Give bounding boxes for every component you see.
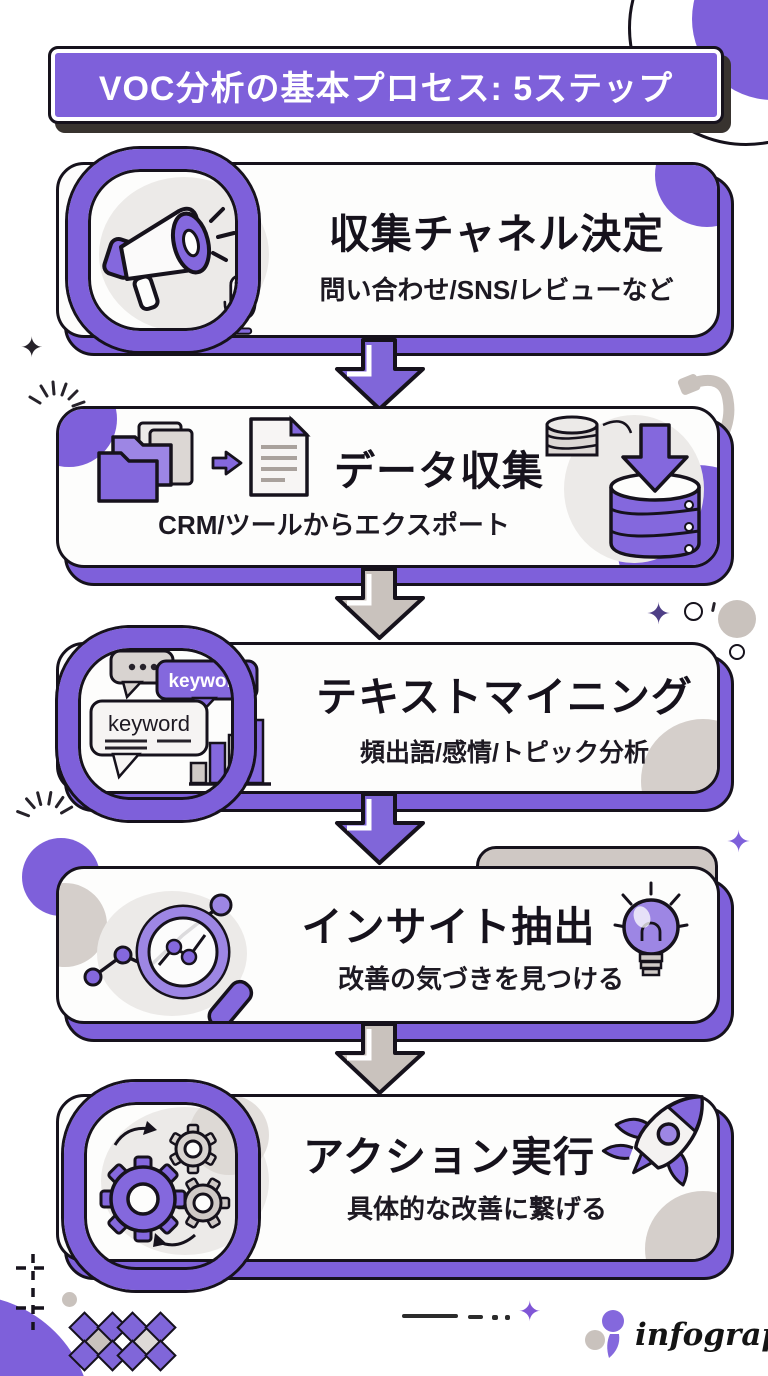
keyword-label: keyword xyxy=(168,671,245,692)
arrow-right-icon xyxy=(211,450,243,476)
gear-large xyxy=(99,1155,187,1243)
chat-bubbles-icon: keyword keyword xyxy=(89,649,259,780)
rocket-icon xyxy=(601,1095,704,1187)
step-subtitle: 問い合わせ/SNS/レビューなど xyxy=(319,275,674,305)
page-title: VOC分析の基本プロセス: 5ステップ xyxy=(98,69,674,108)
step-title: 収集チャネル決定 xyxy=(328,211,665,257)
sparkle-icon: ✦ xyxy=(646,597,672,632)
dashed-cross-icon xyxy=(16,1254,50,1330)
gear-small-mid xyxy=(175,1177,231,1229)
folder-stack-icon xyxy=(97,421,194,503)
step-subtitle: 頻出語/感情/トピック分析 xyxy=(360,739,649,767)
step-card-5: アクション実行 具体的な改善に繋げる xyxy=(56,1082,720,1290)
burst-dashes-icon xyxy=(28,380,86,408)
step-title: インサイト抽出 xyxy=(301,904,596,950)
gear-small-top xyxy=(169,1123,217,1175)
step-subtitle: CRM/ツールからエクスポート xyxy=(158,510,510,540)
sparkle-icon: ✦ xyxy=(726,825,752,860)
magnifier-data-icon xyxy=(83,893,254,1021)
step-card-2: データ収集 CRM/ツールからエクスポート xyxy=(56,406,720,568)
infographic-logo: infographic xyxy=(583,1310,768,1360)
card-surface: データ収集 CRM/ツールからエクスポート xyxy=(56,406,720,568)
down-arrow-icon xyxy=(332,338,428,412)
card-surface: 収集チャネル決定 問い合わせ/SNS/レビューなど xyxy=(56,162,720,338)
megaphone-icon xyxy=(102,206,236,312)
lightbulb-icon xyxy=(613,881,689,977)
card-surface: keyword keyword テキスト xyxy=(56,642,720,794)
bar-chart-icon xyxy=(189,718,271,786)
step-title: データ収集 xyxy=(334,448,544,494)
step-card-4: インサイト抽出 改善の気づきを見つける xyxy=(56,866,720,1024)
sparkle-icon: ✦ xyxy=(20,331,44,364)
decor-small-circle xyxy=(729,644,745,660)
logo-text: infographic xyxy=(635,1317,768,1353)
decor-dash xyxy=(468,1315,483,1319)
decor-small-circle xyxy=(684,602,703,621)
keyword-label: keyword xyxy=(108,711,190,736)
microphone-icon xyxy=(223,274,257,335)
down-arrow-icon xyxy=(332,1022,428,1096)
burst-dashes-icon xyxy=(16,791,74,818)
gears-icon xyxy=(99,1121,231,1247)
tick-mark xyxy=(710,601,717,613)
decor-gray-dot xyxy=(718,600,756,638)
title-banner: VOC分析の基本プロセス: 5ステップ xyxy=(48,46,724,124)
down-arrow-icon xyxy=(332,567,428,641)
decor-gray-dot xyxy=(62,1292,77,1307)
step-card-1: 収集チャネル決定 問い合わせ/SNS/レビューなど xyxy=(56,149,720,351)
database-download-icon xyxy=(545,415,701,559)
decor-dot xyxy=(492,1315,498,1320)
down-arrow-icon xyxy=(332,792,428,866)
document-icon xyxy=(249,415,311,497)
card-surface: インサイト抽出 改善の気づきを見つける xyxy=(56,866,720,1024)
step-subtitle: 改善の気づきを見つける xyxy=(337,964,624,994)
step-subtitle: 具体的な改善に繋げる xyxy=(346,1194,607,1224)
step-card-3: keyword keyword テキスト xyxy=(56,628,720,820)
logo-mark-icon xyxy=(585,1310,624,1358)
decor-dot xyxy=(505,1315,510,1320)
step-title: テキストマイニング xyxy=(316,674,693,720)
sparkle-icon: ✦ xyxy=(518,1295,542,1328)
step-title: アクション実行 xyxy=(303,1134,595,1180)
decor-line xyxy=(402,1314,458,1318)
